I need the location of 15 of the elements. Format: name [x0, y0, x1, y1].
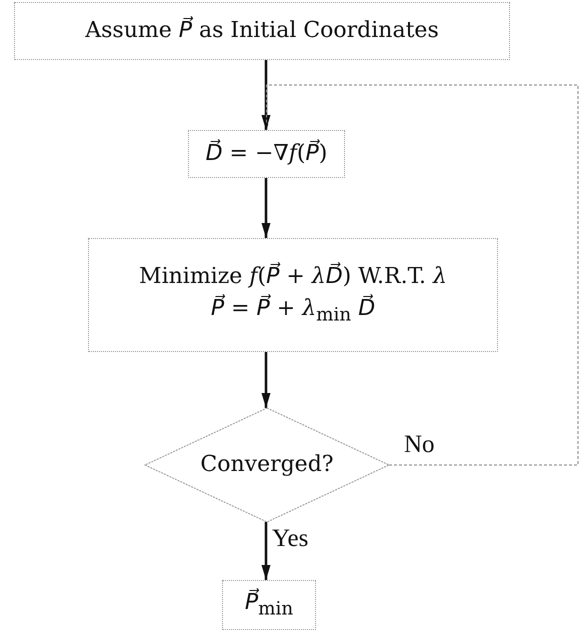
process-box — [222, 580, 316, 630]
process-box — [14, 2, 510, 60]
arrow — [262, 178, 270, 238]
box-text: P⃗ = P⃗ + λ$_{min}$ D⃗ — [210, 295, 376, 328]
box-text: Converged? — [200, 450, 334, 479]
arrow — [264, 84, 578, 466]
box-text: D⃗ = −∇f(P⃗) — [206, 140, 328, 168]
box-text: Minimize f(P⃗ + λD⃗) W.R.T. λ — [139, 262, 447, 291]
process-box — [188, 130, 345, 178]
box-text: Assume P⃗ as Initial Coordinates — [85, 16, 439, 45]
arrow — [262, 60, 270, 130]
box-text: P⃗$_{min}$ — [244, 588, 294, 622]
arrow — [262, 352, 270, 408]
arrow — [262, 522, 270, 580]
process-box — [88, 238, 498, 352]
